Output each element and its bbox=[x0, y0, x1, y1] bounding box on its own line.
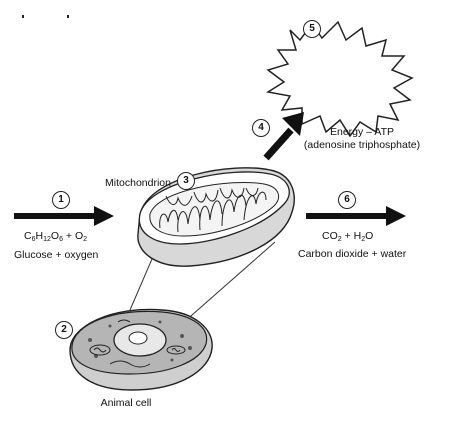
step-number-1: 1 bbox=[52, 191, 70, 209]
animal-cell-label: Animal cell bbox=[100, 397, 152, 409]
reactants-words: Glucose + oxygen bbox=[14, 249, 99, 261]
step-number-6: 6 bbox=[338, 191, 356, 209]
corner-mark bbox=[67, 15, 69, 18]
zoom-line-left bbox=[129, 251, 156, 311]
mitochondrion-label: Mitochondrion bbox=[105, 177, 171, 189]
products-formula: CO2 + H2O bbox=[322, 230, 374, 243]
products-words: Carbon dioxide + water bbox=[298, 248, 407, 260]
energy-arrow bbox=[263, 112, 304, 161]
animal-cell bbox=[69, 308, 213, 391]
step-number-5: 5 bbox=[303, 20, 321, 38]
reactants-arrow bbox=[14, 206, 114, 226]
adenosine-triphosphate-label: (adenosine triphosphate) bbox=[303, 139, 421, 151]
mitochondrion bbox=[137, 167, 295, 267]
step-number-3: 3 bbox=[177, 172, 195, 190]
energy-atp-label: Energy – ATP bbox=[329, 126, 395, 138]
step-number-2: 2 bbox=[55, 321, 73, 339]
products-arrow bbox=[306, 206, 406, 226]
energy-starburst bbox=[265, 20, 414, 138]
step-number-4: 4 bbox=[252, 119, 270, 137]
reactants-formula: C6H12O6 + O2 bbox=[24, 230, 88, 243]
zoom-line-right bbox=[174, 241, 276, 331]
corner-mark bbox=[22, 15, 24, 18]
